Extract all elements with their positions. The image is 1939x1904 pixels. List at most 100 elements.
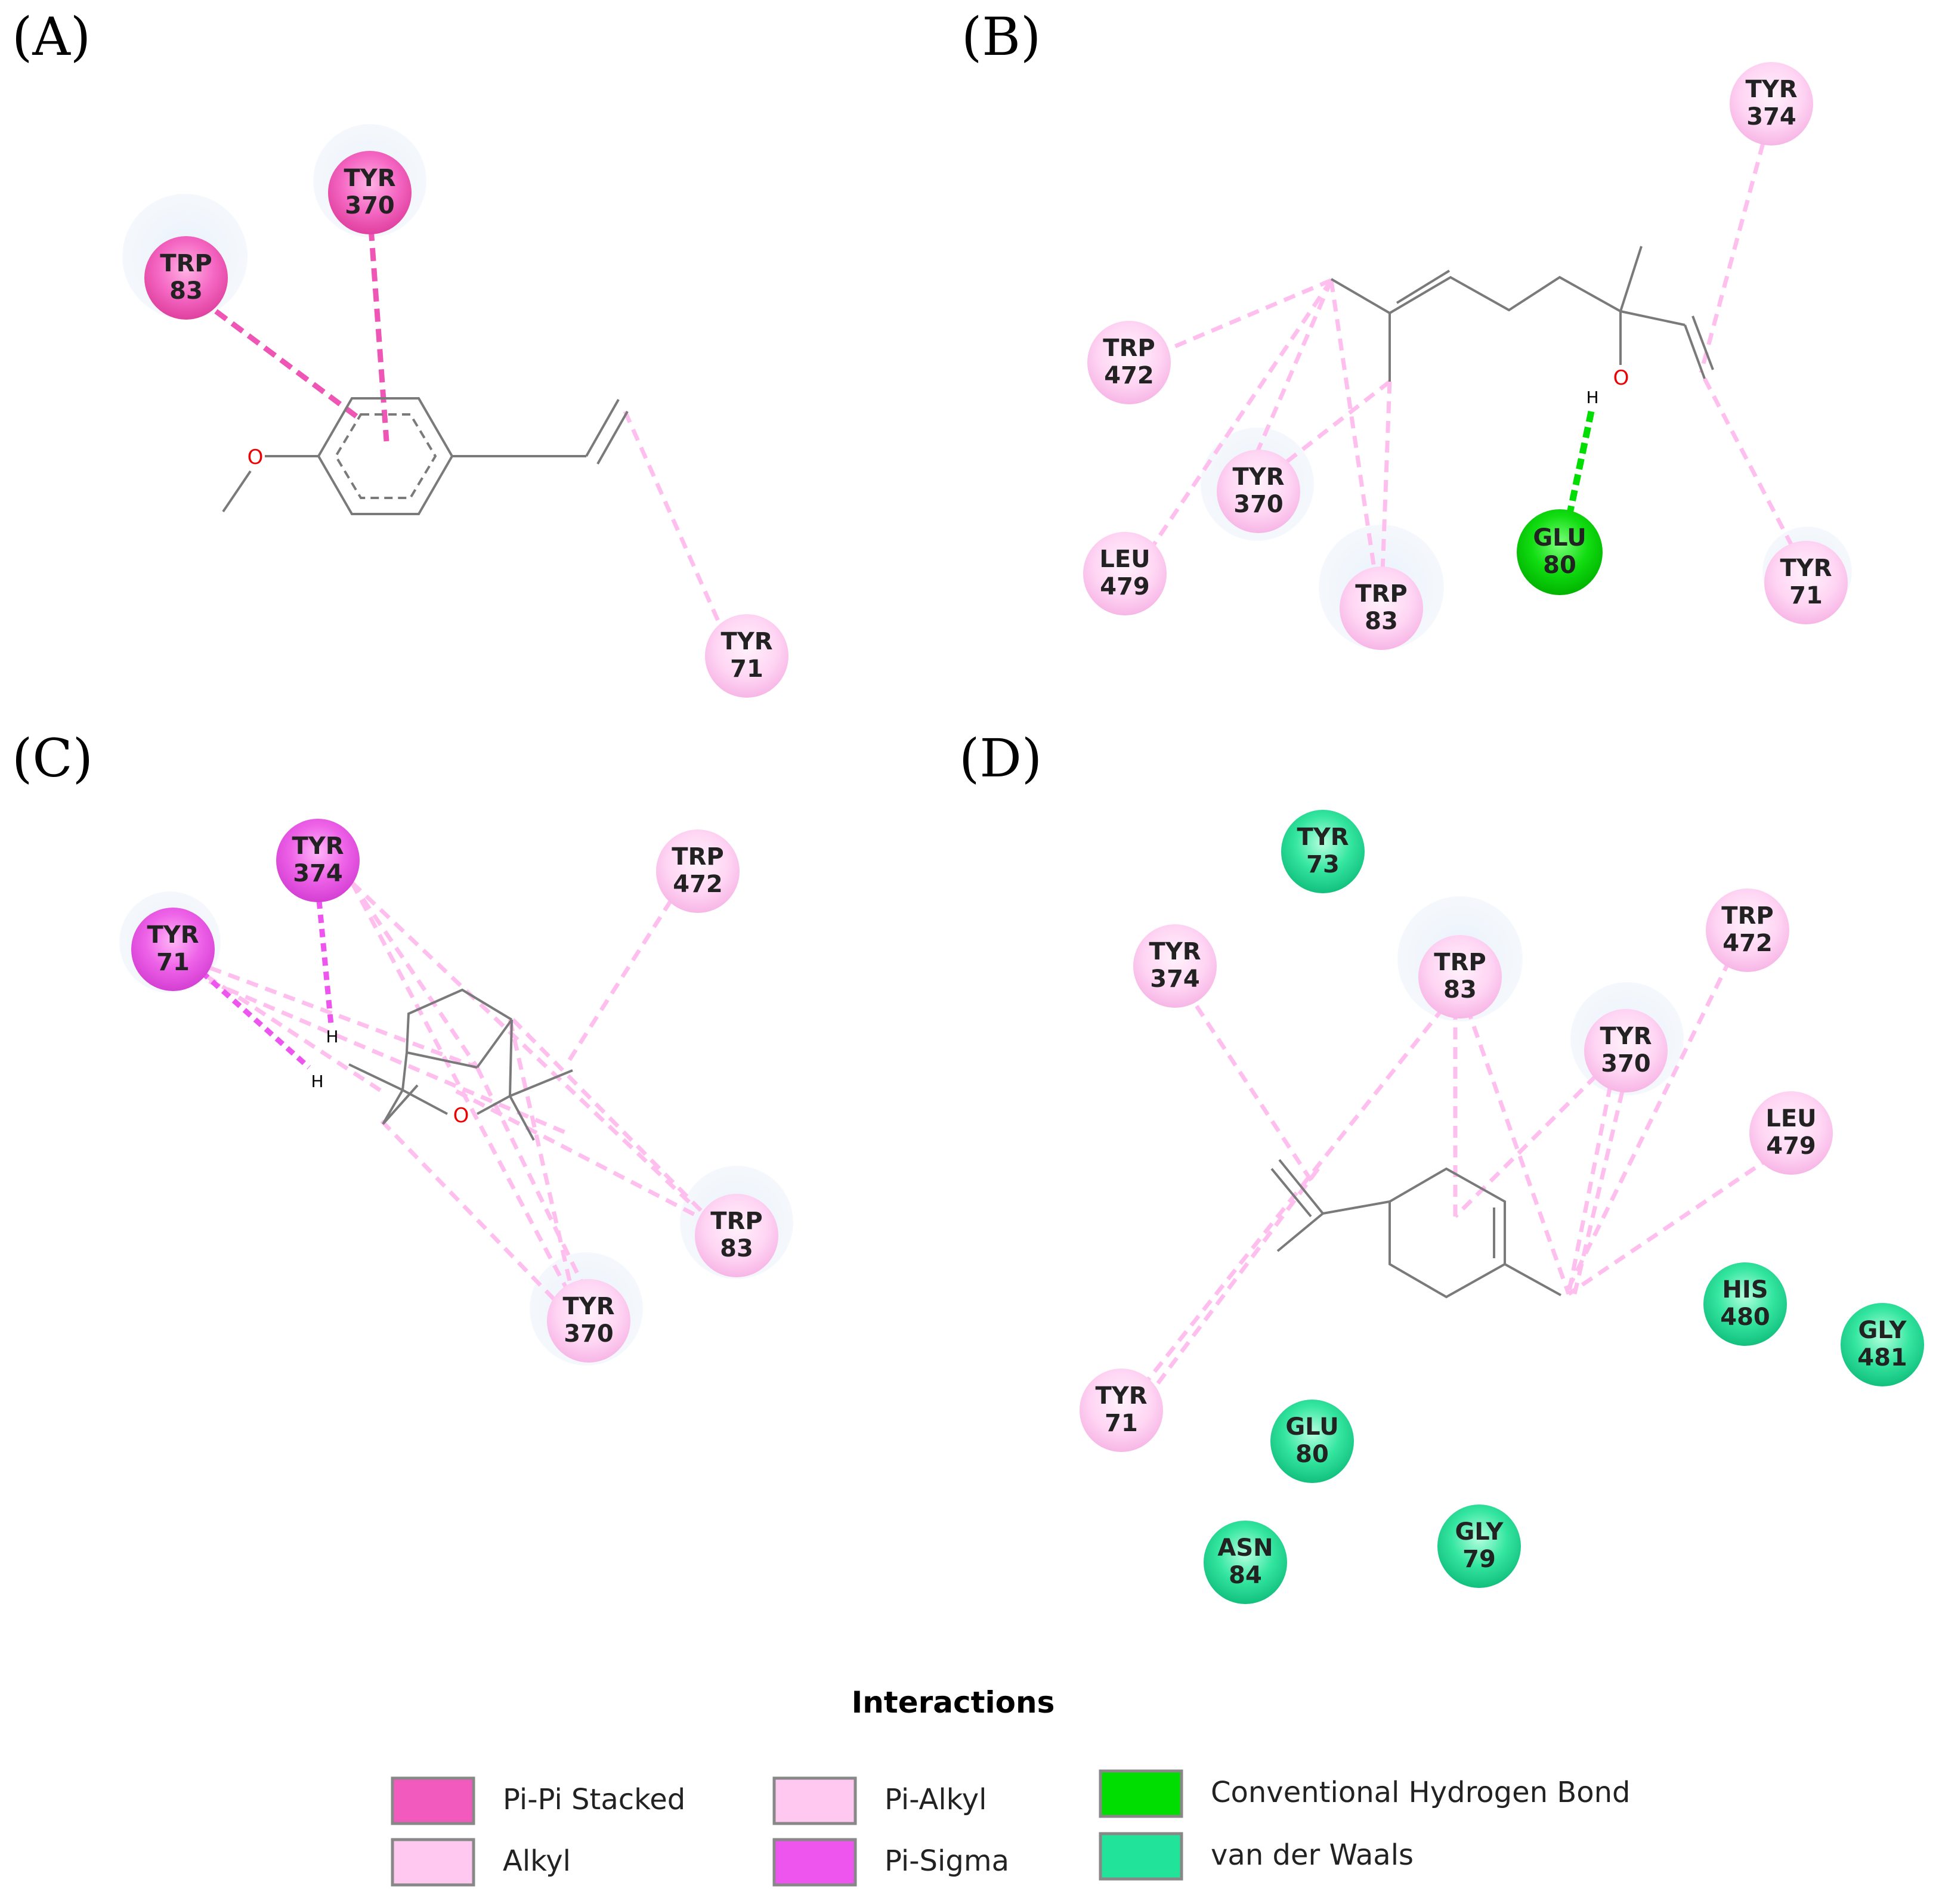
residue-number: 71 bbox=[156, 949, 190, 976]
pi-pi-stacked-interaction bbox=[214, 309, 360, 420]
residue-name: GLU bbox=[1533, 524, 1586, 552]
residue-trp-83: TRP 83 bbox=[1340, 566, 1423, 650]
residue-name: TYR bbox=[1600, 1023, 1652, 1050]
residue-trp-472: TRP 472 bbox=[1087, 321, 1171, 404]
residue-number: 370 bbox=[345, 192, 395, 219]
residue-number: 374 bbox=[293, 860, 343, 887]
residue-tyr-370: TYR 370 bbox=[547, 1279, 630, 1363]
legend-item-pi-alkyl: Pi-Alkyl bbox=[772, 1776, 987, 1825]
hydrogen-atom-label: H bbox=[326, 1027, 338, 1047]
oxygen-atom-label: O bbox=[1613, 366, 1629, 390]
pi-pi-stacked-interaction bbox=[368, 227, 389, 442]
residue-tyr-370: TYR 370 bbox=[1217, 450, 1300, 533]
residue-number: 80 bbox=[1295, 1441, 1329, 1468]
residue-name: TYR bbox=[344, 165, 395, 192]
residue-tyr-71: TYR 71 bbox=[1080, 1369, 1163, 1452]
oxygen-atom-label: O bbox=[453, 1104, 469, 1128]
residue-number: 370 bbox=[1601, 1050, 1651, 1078]
panel-b-diagram: O H TYR 374 TRP 472 TYR 370 LEU 479 TRP … bbox=[1083, 62, 1852, 650]
panel-d-diagram: TYR 73 TYR 374 TRP 83 TRP 472 TYR 370 LE… bbox=[1080, 810, 1924, 1604]
residue-leu-479: LEU 479 bbox=[1749, 1091, 1833, 1175]
residue-tyr-370: TYR 370 bbox=[1584, 1009, 1668, 1092]
legend-swatch bbox=[1099, 1832, 1183, 1881]
ligand-structure bbox=[348, 988, 573, 1141]
legend-label: Pi-Alkyl bbox=[885, 1783, 987, 1816]
interactions-legend: Interactions Pi-Pi Stacked Alkyl Pi-Alky… bbox=[391, 1685, 1631, 1887]
legend-swatch bbox=[772, 1838, 857, 1887]
residue-tyr-370: TYR 370 bbox=[328, 151, 412, 234]
legend-swatch bbox=[772, 1776, 857, 1825]
residue-name: TYR bbox=[562, 1293, 614, 1320]
residue-gly-79: GLY 79 bbox=[1437, 1504, 1521, 1588]
residue-name: TRP bbox=[1721, 902, 1773, 930]
residue-number: 374 bbox=[1746, 103, 1796, 131]
residue-number: 472 bbox=[1722, 930, 1773, 957]
residue-trp-472: TRP 472 bbox=[1706, 888, 1789, 972]
residue-name: TYR bbox=[1232, 463, 1284, 491]
residue-name: GLY bbox=[1858, 1317, 1907, 1344]
residue-name: TYR bbox=[1297, 823, 1349, 851]
legend-swatch bbox=[391, 1838, 475, 1887]
residue-number: 73 bbox=[1306, 851, 1340, 878]
legend-label: Alkyl bbox=[503, 1844, 571, 1878]
panel-c-label: (C) bbox=[12, 727, 93, 789]
residue-number: 480 bbox=[1720, 1304, 1770, 1331]
panel-a-label: (A) bbox=[12, 6, 91, 67]
hydrogen-atom-label: H bbox=[311, 1072, 323, 1091]
residue-number: 83 bbox=[720, 1235, 753, 1262]
legend-item-alkyl: Alkyl bbox=[391, 1838, 571, 1887]
residue-name: TRP bbox=[160, 250, 212, 277]
residue-trp-83: TRP 83 bbox=[1418, 935, 1502, 1018]
hydrogen-bond-interaction bbox=[1564, 410, 1595, 526]
residue-name: GLU bbox=[1285, 1413, 1338, 1441]
residue-number: 472 bbox=[673, 871, 723, 898]
residue-name: TYR bbox=[1780, 555, 1832, 582]
residue-name: TYR bbox=[1745, 76, 1797, 103]
pi-alkyl-interaction bbox=[623, 410, 723, 627]
residue-glu-80: GLU 80 bbox=[1270, 1400, 1354, 1483]
residue-name: TRP bbox=[710, 1208, 762, 1235]
residue-name: ASN bbox=[1217, 1534, 1273, 1562]
hydrogen-atom-label: H bbox=[1586, 388, 1598, 407]
legend-item-conventional-hydrogen-bond: Conventional Hydrogen Bond bbox=[1099, 1769, 1631, 1818]
residue-number: 479 bbox=[1100, 573, 1150, 600]
legend-title: Interactions bbox=[852, 1685, 1055, 1720]
residue-name: TYR bbox=[292, 832, 344, 860]
residue-trp-472: TRP 472 bbox=[656, 829, 740, 913]
residue-name: LEU bbox=[1765, 1105, 1816, 1132]
legend-swatch bbox=[1099, 1769, 1183, 1818]
residue-name: TYR bbox=[1149, 938, 1201, 965]
panel-a-diagram: O TYR 370 TRP 83 TYR 71 bbox=[122, 124, 788, 698]
residue-name: TRP bbox=[1103, 335, 1155, 362]
residue-trp-83: TRP 83 bbox=[695, 1194, 778, 1277]
legend-label: Pi-Pi Stacked bbox=[503, 1783, 685, 1816]
residue-number: 71 bbox=[1789, 582, 1823, 609]
legend-item-pi-sigma: Pi-Sigma bbox=[772, 1838, 1009, 1887]
residue-asn-84: ASN 84 bbox=[1204, 1521, 1287, 1604]
residue-tyr-73: TYR 73 bbox=[1281, 810, 1365, 893]
residue-name: GLY bbox=[1455, 1518, 1504, 1546]
residue-number: 479 bbox=[1766, 1132, 1816, 1160]
residue-number: 481 bbox=[1857, 1344, 1907, 1372]
residue-number: 370 bbox=[1233, 491, 1284, 518]
panel-d-label: (D) bbox=[959, 727, 1042, 789]
residue-leu-479: LEU 479 bbox=[1083, 532, 1167, 615]
legend-label: van der Waals bbox=[1211, 1838, 1414, 1872]
residue-tyr-71: TYR 71 bbox=[1764, 541, 1848, 624]
ligand-structure bbox=[1330, 246, 1714, 382]
residue-glu-80: GLU 80 bbox=[1517, 509, 1603, 595]
residue-name: TYR bbox=[147, 921, 199, 949]
residue-gly-481: GLY 481 bbox=[1841, 1303, 1924, 1386]
residue-tyr-71: TYR 71 bbox=[705, 614, 788, 698]
residue-tyr-374: TYR 374 bbox=[1730, 62, 1813, 145]
legend-item-van-der-waals: van der Waals bbox=[1099, 1832, 1414, 1881]
residue-tyr-374: TYR 374 bbox=[1133, 924, 1217, 1008]
residue-number: 83 bbox=[1443, 976, 1477, 1004]
residue-number: 79 bbox=[1462, 1546, 1496, 1573]
residue-tyr-374: TYR 374 bbox=[276, 819, 360, 902]
residue-number: 370 bbox=[564, 1320, 614, 1348]
alkyl-interactions bbox=[1143, 959, 1773, 1394]
residue-name: LEU bbox=[1099, 546, 1150, 573]
residue-name: TRP bbox=[1434, 949, 1486, 976]
legend-item-pi-pi-stacked: Pi-Pi Stacked bbox=[391, 1776, 685, 1825]
